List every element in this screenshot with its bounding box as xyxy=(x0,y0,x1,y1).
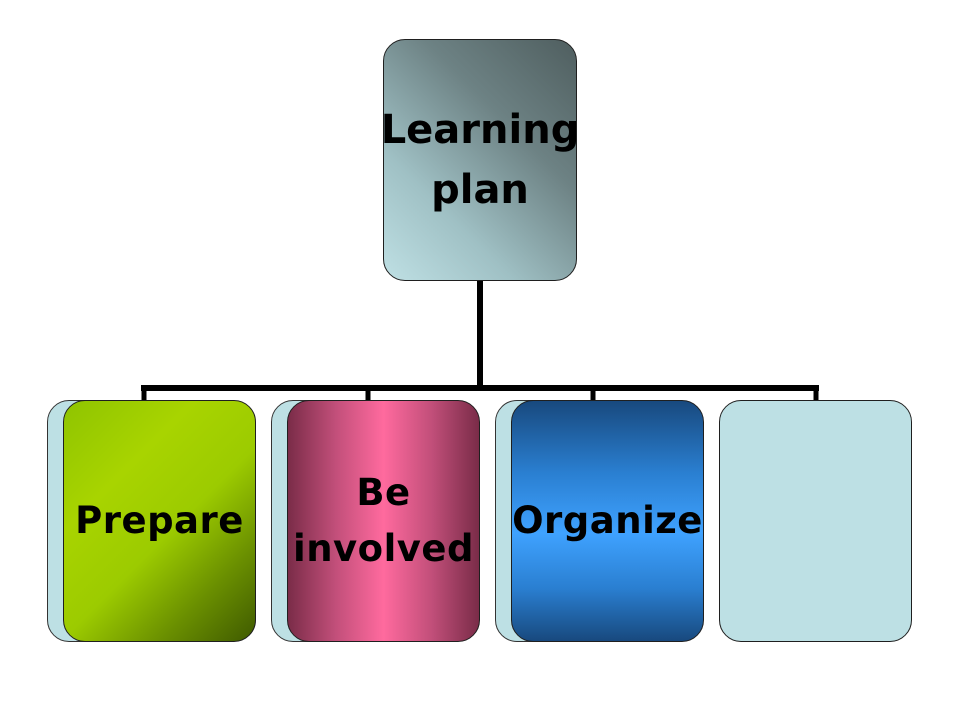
involved-label-line-1: Be xyxy=(356,471,411,514)
involved-label-line-2: involved xyxy=(293,527,474,570)
root-node-learning-plan: Learning plan xyxy=(380,39,580,281)
organize-node: Organize xyxy=(511,400,704,642)
empty-node xyxy=(719,400,912,642)
prepare-label: Prepare xyxy=(75,499,244,542)
organize-label: Organize xyxy=(512,499,703,542)
root-label-line-2: plan xyxy=(431,167,529,213)
be-involved-node: Be involved xyxy=(287,400,480,642)
root-label-line-1: Learning xyxy=(380,107,580,153)
prepare-node: Prepare xyxy=(63,400,256,642)
